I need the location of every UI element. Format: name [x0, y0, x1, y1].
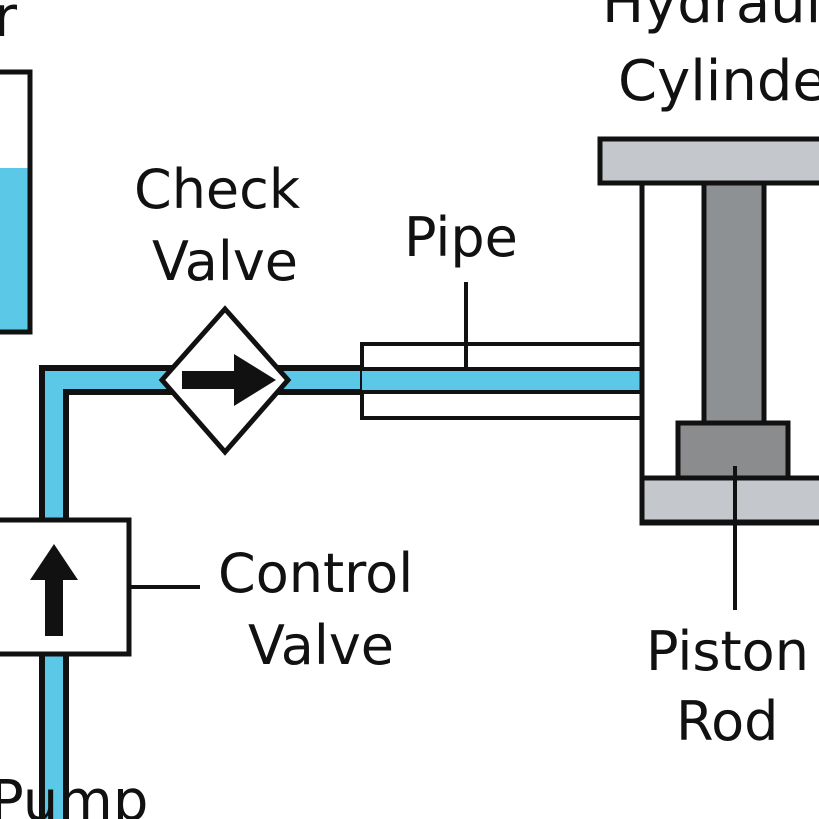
hydraulic-cylinder-label-line2: Cylinde: [618, 49, 819, 114]
pipe-label: Pipe: [404, 206, 518, 269]
arrow-right-icon: [182, 354, 276, 406]
pipe-fluid: [362, 371, 642, 390]
pipe-fluid-channel-bottom: [360, 390, 644, 420]
piston-head: [675, 420, 791, 481]
piston-rod-label-line1: Piston: [646, 620, 809, 683]
cylinder-top-cap: [597, 136, 819, 186]
reservoir-fluid: [0, 168, 30, 332]
check-valve-label-line2: Valve: [152, 230, 298, 293]
pipe-fluid-channel-top: [360, 342, 644, 371]
hydraulic-cylinder: [597, 136, 819, 610]
hydraulic-cylinder-label-line1: Hydrauli: [602, 0, 819, 36]
control-valve-label-line2: Valve: [248, 614, 394, 677]
pump-label: Pump: [0, 769, 148, 819]
reservoir-label-fragment: r: [0, 0, 18, 50]
reservoir-tank: [0, 69, 33, 335]
check-valve-label-line1: Check: [134, 158, 301, 221]
reservoir: [0, 69, 33, 335]
piston-rod: [701, 180, 767, 426]
control-valve: [0, 517, 200, 657]
piston-rod-label-line2: Rod: [676, 690, 778, 753]
pipe: [360, 282, 644, 420]
arrow-up-icon: [30, 544, 78, 636]
check-valve: [158, 305, 292, 456]
control-valve-label-line1: Control: [218, 542, 413, 605]
control-valve-body: [0, 517, 132, 657]
cylinder-bottom-cap: [639, 475, 819, 525]
